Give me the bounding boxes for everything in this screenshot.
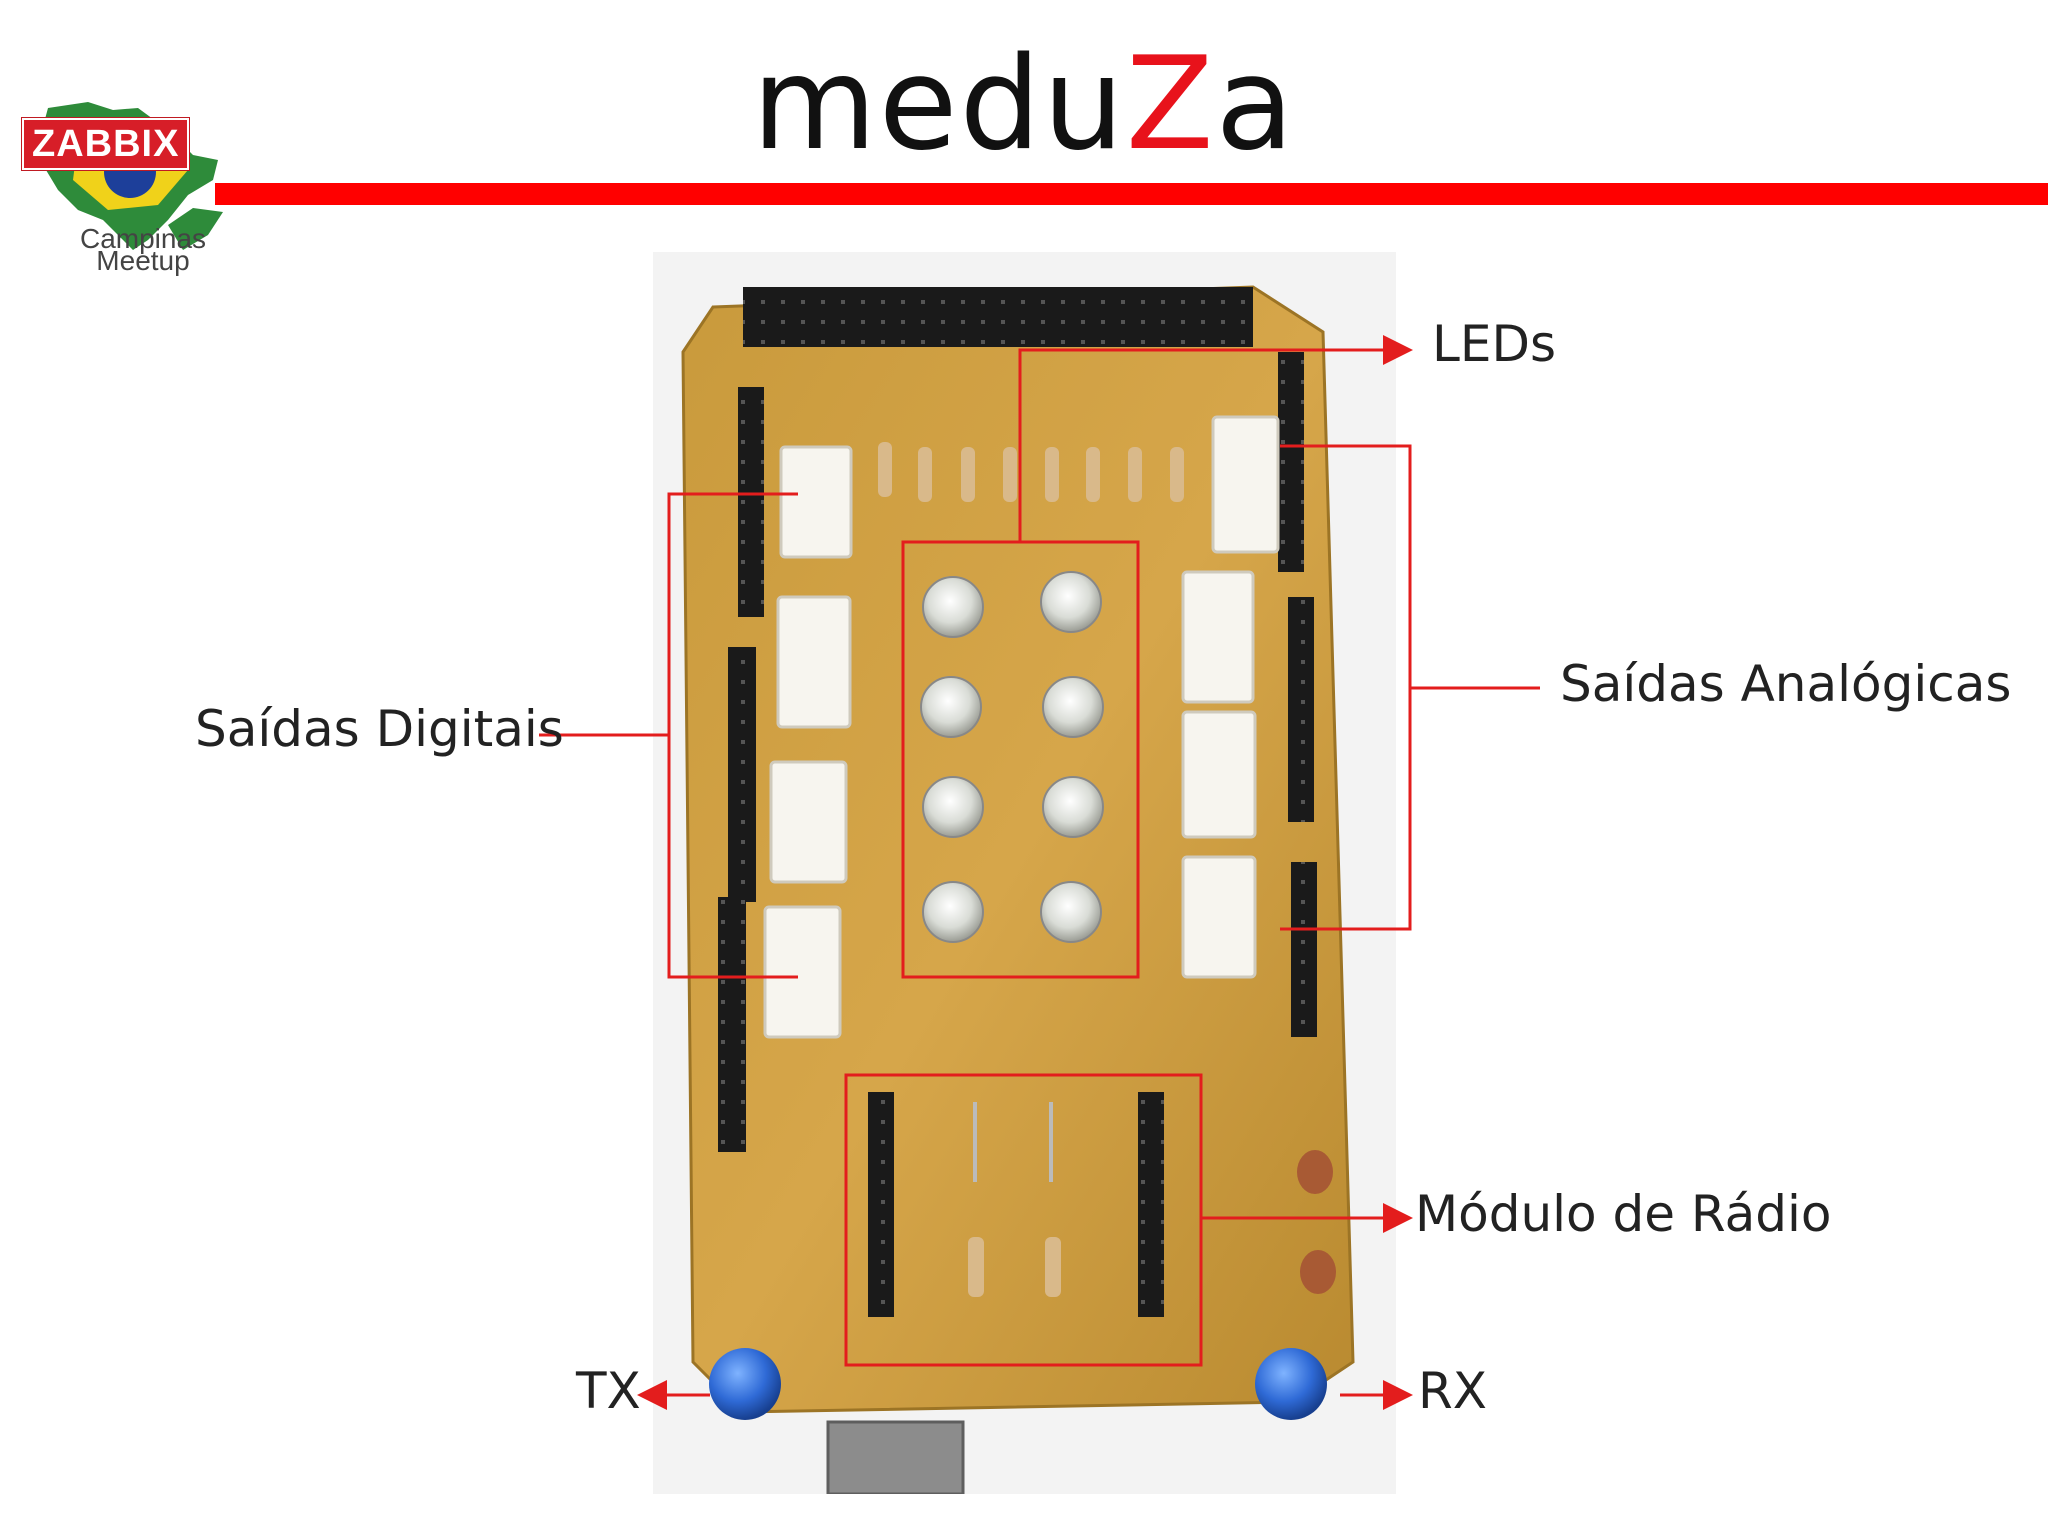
label-radio-module: Módulo de Rádio (1415, 1185, 1832, 1243)
capacitor (1300, 1250, 1336, 1294)
leds-highlight-box (901, 540, 1140, 979)
resistor (1086, 447, 1100, 502)
left-pin-header-1 (738, 387, 764, 617)
digital-bracket (667, 492, 798, 979)
digital-connector-4 (763, 905, 842, 1039)
clear-led (922, 576, 984, 638)
right-pin-header-3 (1291, 862, 1317, 1037)
right-pin-header-1 (1278, 352, 1304, 572)
clear-led (922, 776, 984, 838)
usb-connector (826, 1420, 965, 1494)
clear-led (1042, 776, 1104, 838)
zabbix-campinas-logo: ZABBIX Campinas Meetup (18, 100, 228, 290)
clear-led (920, 676, 982, 738)
leds-leader-line (1018, 335, 1413, 542)
radio-header-right (1138, 1092, 1164, 1317)
tx-blue-led (709, 1348, 781, 1420)
radio-highlight-box (844, 1073, 1203, 1367)
resistor (1003, 447, 1017, 502)
capacitor (1297, 1150, 1333, 1194)
resistor (1170, 447, 1184, 502)
top-pin-header (743, 287, 1253, 347)
title-accent-letter: Z (1125, 30, 1216, 179)
led-array (920, 571, 1104, 943)
analog-connector-4 (1181, 855, 1257, 979)
slide-title: meduZa (0, 30, 2048, 180)
clear-led (1040, 881, 1102, 943)
label-leds: LEDs (1432, 315, 1556, 373)
clear-led (1042, 676, 1104, 738)
right-pin-header-2 (1288, 597, 1314, 822)
logo-caption: Campinas Meetup (58, 223, 228, 276)
radio-resistor (1045, 1237, 1061, 1297)
digital-connector-2 (776, 595, 852, 729)
resistor (878, 442, 892, 497)
clear-led (922, 881, 984, 943)
title-part-1: medu (752, 30, 1126, 179)
analog-connector-1 (1211, 415, 1280, 554)
resistor-row (878, 442, 1184, 502)
logo-caption-line1: Campinas (79, 223, 207, 254)
radio-header-left (868, 1092, 894, 1317)
analog-connector-2 (1181, 570, 1255, 704)
digital-connector-1 (779, 445, 853, 559)
zabbix-badge: ZABBIX (22, 118, 190, 170)
analog-connector-3 (1181, 710, 1257, 839)
clear-led (1040, 571, 1102, 633)
label-rx: RX (1418, 1362, 1487, 1420)
analog-connectors (1181, 415, 1280, 979)
left-pin-header-2 (728, 647, 756, 902)
title-part-2: a (1215, 30, 1296, 179)
resistor (961, 447, 975, 502)
label-tx: TX (576, 1362, 641, 1420)
resistor (918, 447, 932, 502)
radio-resistor (968, 1237, 984, 1297)
resistor (1045, 447, 1059, 502)
digital-connectors (763, 445, 853, 1039)
resistor (1128, 447, 1142, 502)
pcb-board-photo (653, 252, 1396, 1494)
digital-connector-3 (769, 760, 848, 884)
logo-caption-line2: Meetup (96, 245, 190, 276)
label-analog-outputs: Saídas Analógicas (1560, 655, 2012, 713)
left-pin-header-3 (718, 897, 746, 1152)
analog-bracket (1280, 444, 1412, 931)
title-rule (215, 183, 2048, 205)
rx-blue-led (1255, 1348, 1327, 1420)
label-digital-outputs: Saídas Digitais (195, 700, 564, 758)
